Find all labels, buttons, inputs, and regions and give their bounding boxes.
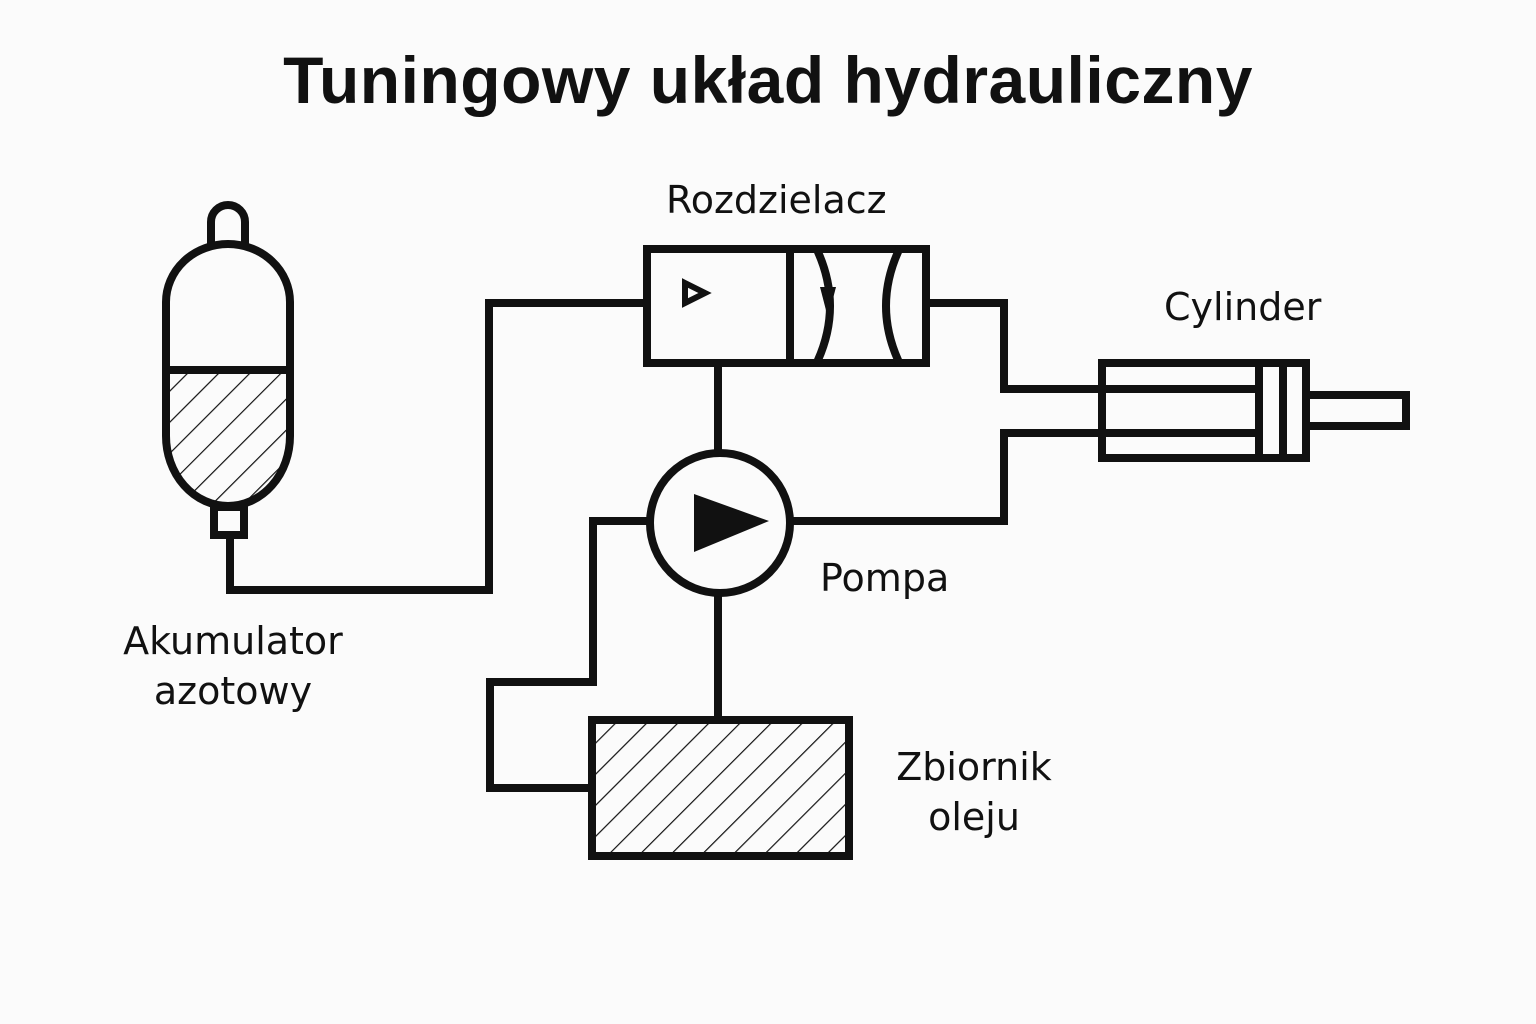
diagram-title: Tuningowy układ hydrauliczny [283, 43, 1253, 117]
accumulator-port [210, 503, 248, 539]
pump-direction-triangle-icon [694, 494, 769, 552]
reservoir-label-line2: oleju [928, 795, 1020, 839]
oil-reservoir-icon[interactable] [588, 716, 853, 860]
valve-pilot-triangle-icon [682, 278, 712, 308]
valve-label: Rozdzielacz [666, 178, 887, 222]
reservoir-oil-hatch [592, 720, 849, 856]
reservoir-label: Zbiornik oleju [874, 742, 1074, 842]
hydraulic-cylinder-icon[interactable] [1098, 359, 1410, 462]
pipe-valve-to-cylinder-top [922, 299, 1106, 393]
accumulator-label-line1: Akumulator [123, 619, 343, 663]
pump-label: Pompa [820, 556, 950, 600]
valve-flow-arrow-icon [820, 287, 836, 318]
directional-valve-icon[interactable] [643, 245, 930, 367]
pipes [226, 299, 1106, 792]
pump-body [646, 449, 794, 597]
pump-icon[interactable] [646, 449, 794, 597]
accumulator-gas-valve [207, 201, 249, 248]
accumulator-label: Akumulator azotowy [100, 616, 366, 716]
valve-flow-arc-right [882, 246, 904, 366]
pipe-accumulator-to-valve [226, 299, 651, 594]
pipe-pump-to-reservoir-return [486, 517, 653, 792]
reservoir-body [588, 716, 853, 860]
cylinder-rod [1302, 391, 1410, 430]
accumulator-body [162, 240, 294, 510]
reservoir-label-line1: Zbiornik [896, 745, 1052, 789]
accumulator-icon[interactable] [160, 201, 296, 539]
pipe-pump-to-cylinder-bottom [788, 429, 1106, 525]
cylinder-label: Cylinder [1164, 285, 1322, 329]
accumulator-oil-hatch [166, 372, 290, 506]
cylinder-barrel [1098, 359, 1310, 462]
accumulator-label-line2: azotowy [153, 669, 313, 713]
